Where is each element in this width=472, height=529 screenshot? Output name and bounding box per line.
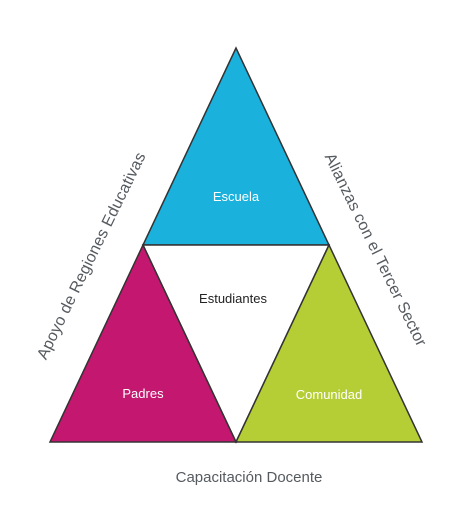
escuela-label: Escuela [213, 189, 260, 204]
estudiantes-label: Estudiantes [199, 291, 267, 306]
comunidad-label: Comunidad [296, 387, 363, 402]
padres-label: Padres [122, 386, 164, 401]
padres-triangle [48, 243, 238, 443]
escuela-triangle [141, 46, 331, 246]
capacitacion-docente-label: Capacitación Docente [176, 469, 323, 486]
comunidad-triangle [234, 243, 424, 443]
